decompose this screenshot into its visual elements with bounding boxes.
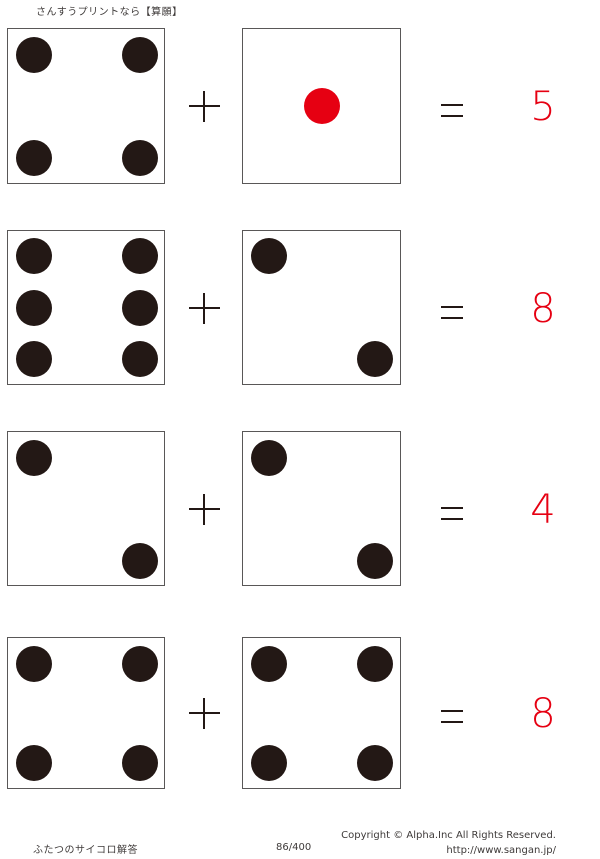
equals-sign (441, 104, 463, 117)
pip (16, 290, 52, 326)
pip (357, 543, 393, 579)
plus-sign (189, 698, 220, 729)
footer-page-number: 86/400 (276, 842, 312, 853)
die-right (242, 431, 401, 586)
die-left (7, 230, 165, 385)
plus-sign (189, 91, 220, 122)
die-left (7, 431, 165, 586)
footer-worksheet-title: ふたつのサイコロ解答 (33, 845, 138, 856)
pip (122, 140, 158, 176)
pip (357, 646, 393, 682)
footer-copyright-block: Copyright © Alpha.Inc All Rights Reserve… (341, 828, 556, 858)
answer: 8 (530, 691, 556, 737)
pip (122, 290, 158, 326)
die-left (7, 28, 165, 184)
die-right (242, 28, 401, 184)
equals-sign (441, 507, 463, 520)
pip (251, 440, 287, 476)
die-right (242, 637, 401, 789)
die-right (242, 230, 401, 385)
pip-one-red (304, 88, 340, 124)
pip (16, 140, 52, 176)
pip (16, 440, 52, 476)
pip (16, 341, 52, 377)
pip (122, 341, 158, 377)
pip (122, 543, 158, 579)
answer: 5 (530, 84, 556, 130)
pip (122, 238, 158, 274)
die-left (7, 637, 165, 789)
pip (16, 745, 52, 781)
pip (251, 745, 287, 781)
pip (251, 646, 287, 682)
pip (357, 745, 393, 781)
equals-sign (441, 306, 463, 319)
header-title: さんすうプリントなら【算願】 (36, 7, 183, 18)
equals-sign (441, 710, 463, 723)
pip (357, 341, 393, 377)
pip (16, 238, 52, 274)
pip (122, 745, 158, 781)
plus-sign (189, 494, 220, 525)
pip (16, 646, 52, 682)
pip (122, 37, 158, 73)
pip (122, 646, 158, 682)
answer: 4 (530, 487, 556, 533)
pip (251, 238, 287, 274)
copyright-text: Copyright © Alpha.Inc All Rights Reserve… (341, 830, 556, 841)
site-url-link[interactable]: http://www.sangan.jp/ (446, 845, 556, 856)
pip (16, 37, 52, 73)
plus-sign (189, 293, 220, 324)
answer: 8 (530, 286, 556, 332)
